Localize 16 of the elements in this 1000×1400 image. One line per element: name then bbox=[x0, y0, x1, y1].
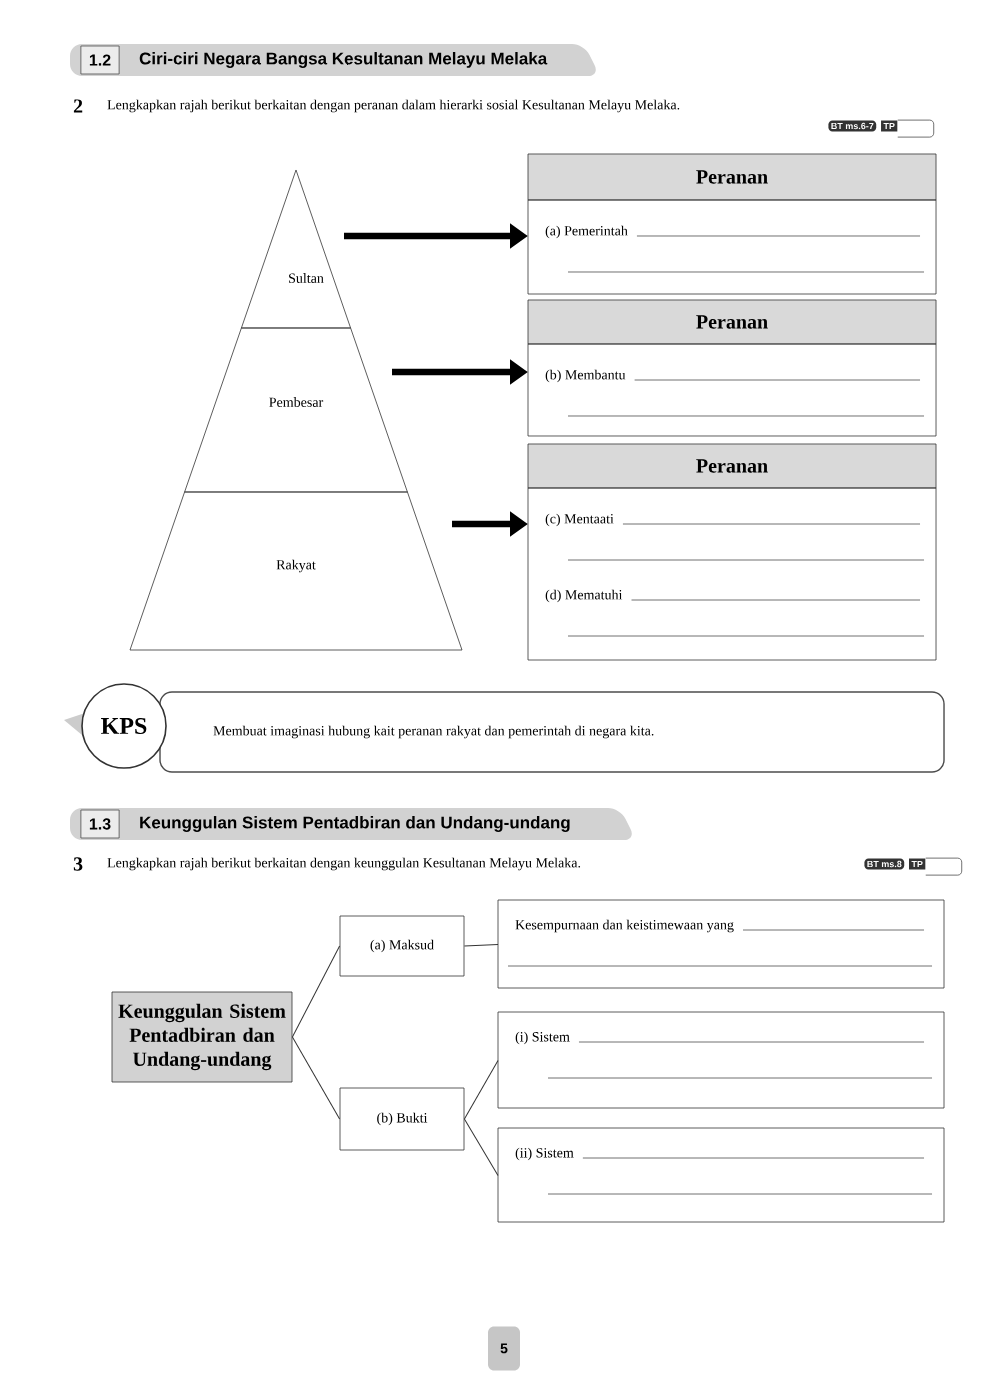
node-label: Peranan bbox=[696, 315, 768, 329]
connector-line bbox=[291, 1036, 341, 1120]
connector-line bbox=[291, 945, 341, 1038]
node-label: Peranan bbox=[696, 170, 768, 184]
section-title: Ciri-ciri Negara Bangsa Kesultanan Melayu Melaka bbox=[139, 52, 548, 68]
connector-line bbox=[463, 943, 499, 947]
topic-box: Keunggulan Sistem Pentadbiran dan Undang-undang bbox=[111, 991, 293, 1083]
connector-line bbox=[463, 1118, 499, 1176]
node-label: Peranan bbox=[696, 459, 768, 473]
section-title: Keunggulan Sistem Pentadbiran dan Undang-undang bbox=[140, 816, 570, 832]
question-number: 3 bbox=[73, 857, 83, 871]
section-number: 1.3 bbox=[80, 809, 120, 839]
section-number: 1.2 bbox=[80, 45, 120, 75]
question-number: 2 bbox=[73, 99, 83, 113]
node-label: KPS bbox=[101, 717, 147, 735]
connector-line bbox=[463, 1059, 499, 1120]
